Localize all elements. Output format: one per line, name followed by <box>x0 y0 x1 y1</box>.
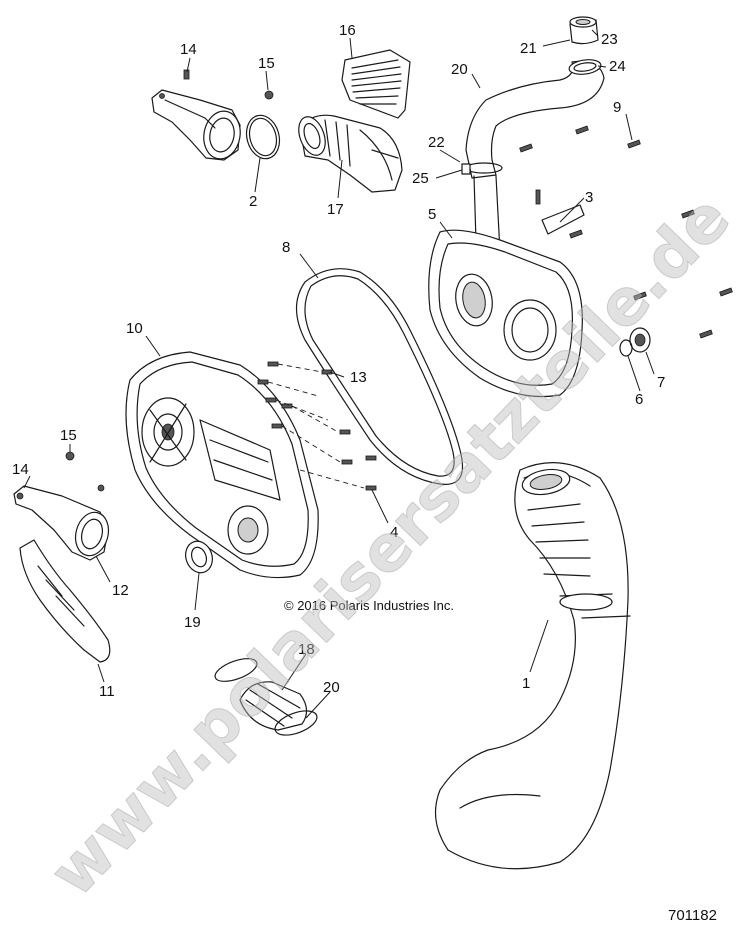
callout-18: 18 <box>298 641 315 658</box>
callout-10: 10 <box>126 320 143 337</box>
watermark-text: www.polarisersatzteile.de <box>36 181 744 911</box>
callout-25: 25 <box>412 170 429 187</box>
callout-13: 13 <box>350 369 367 386</box>
part-14-top-outlet-duct <box>151 89 241 161</box>
callout-24: 24 <box>609 58 626 75</box>
part-11-heat-shield <box>19 539 111 663</box>
callout-1: 1 <box>522 675 530 692</box>
callout-11: 11 <box>99 683 115 700</box>
part-20-top-intake-tube <box>465 59 605 179</box>
callout-16: 16 <box>339 22 356 39</box>
callout-2: 2 <box>249 193 257 210</box>
callout-17: 17 <box>327 201 344 218</box>
callout-7: 7 <box>657 374 665 391</box>
callout-labels: 14 15 16 2 17 20 21 23 24 9 22 25 3 5 8 … <box>12 22 665 700</box>
part-1-large-outlet-tube <box>434 462 631 870</box>
callout-3: 3 <box>585 189 593 206</box>
callout-9: 9 <box>613 99 621 116</box>
callout-14-left: 14 <box>12 461 29 478</box>
callout-8: 8 <box>282 239 290 256</box>
callout-14-top: 14 <box>180 41 197 58</box>
callout-21: 21 <box>520 40 537 57</box>
callout-15-left: 15 <box>60 427 77 444</box>
callout-4: 4 <box>390 524 398 541</box>
callout-20-top: 20 <box>451 61 468 78</box>
part-15-top-nut <box>264 90 274 100</box>
callout-5: 5 <box>428 206 436 223</box>
callout-20-bottom: 20 <box>323 679 340 696</box>
part-21-cap <box>569 16 599 45</box>
callout-15-top: 15 <box>258 55 275 72</box>
document-number: 701182 <box>668 907 717 924</box>
part-9-screws <box>519 125 733 339</box>
leader-lines <box>23 29 655 719</box>
callout-6: 6 <box>635 391 643 408</box>
part-14-bolt <box>183 69 190 80</box>
part-25-tube-clamp <box>461 162 503 175</box>
part-7-drain-plug <box>629 327 651 353</box>
part-17-intake-boot <box>298 114 403 193</box>
part-8-drive-belt <box>296 268 464 485</box>
part-2-clamp-ring <box>245 114 281 160</box>
part-5-outer-clutch-cover <box>428 229 583 398</box>
part-14-left-outlet-duct <box>13 484 110 561</box>
callout-12: 12 <box>112 582 129 599</box>
part-10-inner-clutch-cover <box>125 351 319 579</box>
part-15-left-nut <box>65 451 75 461</box>
copyright-notice: © 2016 Polaris Industries Inc. <box>284 598 454 613</box>
callout-19: 19 <box>184 614 201 631</box>
callout-22: 22 <box>428 134 445 151</box>
part-13-cover-bolts <box>257 361 377 491</box>
part-19-seal <box>185 540 213 574</box>
part-18-coupler <box>239 681 308 731</box>
callout-23: 23 <box>601 31 618 48</box>
part-16-intake-screen <box>341 49 411 119</box>
part-6-o-ring <box>619 339 633 357</box>
part-20-bottom-clamps <box>214 658 318 736</box>
